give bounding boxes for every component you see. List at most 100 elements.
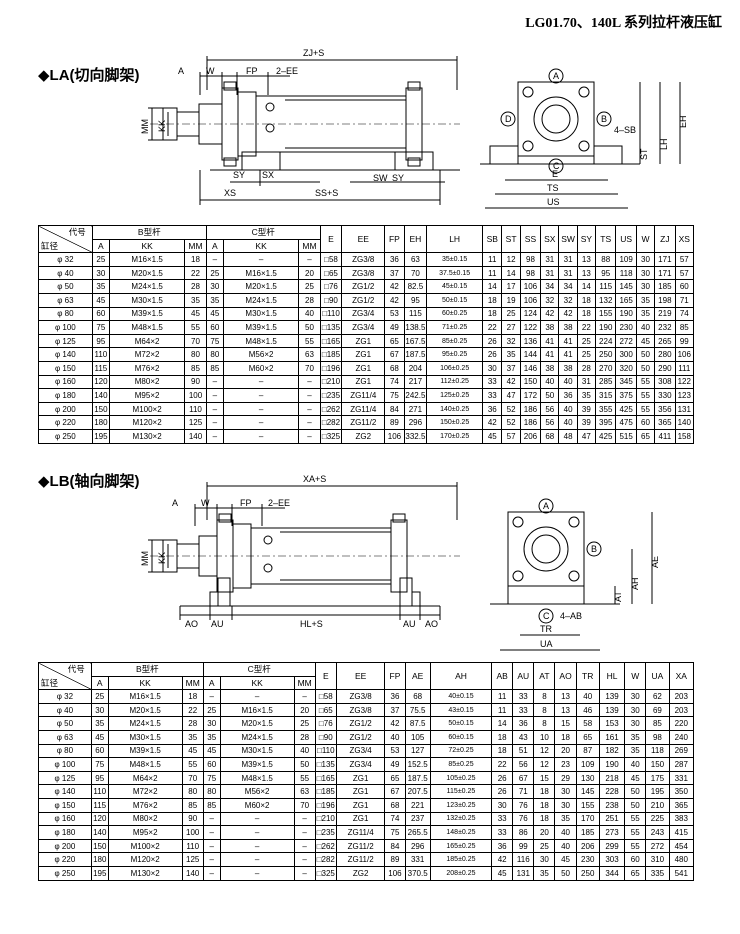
table-cell: 250: [575, 865, 600, 881]
lb-header-col: AE: [404, 661, 431, 691]
table-cell: ZG11/2: [335, 852, 386, 867]
table-cell: 35: [635, 306, 656, 322]
table-cell: 180: [91, 415, 110, 430]
table-cell: 220: [668, 716, 695, 731]
table-cell: 45: [205, 306, 224, 322]
table-cell: 65: [384, 333, 405, 349]
table-cell: M30×1.5: [219, 743, 295, 759]
table-cell: 30: [624, 702, 647, 718]
table-cell: φ 150: [38, 797, 92, 813]
table-cell: 58: [575, 716, 600, 731]
table-cell: 18: [184, 252, 207, 267]
table-cell: M100×2: [107, 838, 183, 854]
table-cell: –: [222, 401, 300, 417]
table-cell: 315: [595, 388, 617, 403]
lb-header-col: HL: [598, 661, 626, 691]
table-cell: □282: [319, 415, 343, 430]
table-cell: φ 80: [38, 743, 92, 759]
table-cell: 118: [615, 265, 637, 281]
table-cell: 40: [575, 689, 600, 704]
table-cell: □210: [314, 811, 337, 827]
table-cell: 35: [205, 292, 224, 308]
table-cell: 88: [595, 252, 617, 267]
table-cell: 175: [645, 770, 670, 786]
table-cell: 180: [90, 852, 109, 867]
table-cell: ZG3/4: [335, 757, 386, 772]
table-cell: 55: [293, 770, 316, 786]
table-cell: 80: [184, 347, 207, 362]
table-cell: 38: [558, 320, 578, 335]
la-dim-mm: MM: [140, 119, 150, 134]
table-cell: 272: [645, 838, 670, 854]
lb-view-ah: AH: [630, 577, 640, 590]
table-cell: 8: [533, 716, 556, 731]
table-cell: □58: [319, 252, 343, 267]
table-cell: –: [202, 865, 221, 881]
table-cell: 71: [674, 292, 695, 308]
table-cell: 29: [554, 770, 577, 786]
table-cell: ZG3/4: [341, 320, 386, 335]
table-cell: 480: [668, 852, 695, 867]
table-cell: M80×2: [108, 374, 186, 390]
table-cell: 332.5: [403, 428, 428, 444]
table-cell: 43±0.15: [429, 702, 493, 718]
table-cell: 127: [404, 743, 431, 759]
lb-view-4ab: 4–AB: [560, 611, 582, 621]
table-cell: ZG3/8: [335, 689, 386, 704]
table-cell: 50: [624, 784, 647, 799]
table-cell: 99: [674, 333, 695, 349]
table-cell: 26: [482, 347, 503, 362]
table-cell: 76: [512, 811, 535, 827]
table-cell: 115: [403, 306, 428, 322]
table-cell: 285: [595, 374, 617, 390]
table-cell: 15: [533, 770, 556, 786]
table-cell: 112±0.25: [426, 374, 484, 390]
table-cell: φ 100: [38, 757, 92, 772]
table-cell: 60: [91, 306, 110, 322]
table-cell: 217: [403, 374, 428, 390]
table-cell: 8: [533, 689, 556, 704]
table-cell: 150: [91, 401, 110, 417]
table-cell: 31: [540, 252, 560, 267]
table-cell: –: [222, 415, 300, 430]
table-cell: 99: [512, 838, 535, 854]
table-cell: 32: [501, 333, 521, 349]
la-dim-a: A: [178, 66, 184, 76]
table-cell: 40: [298, 306, 321, 322]
lb-spec-table: 代号缸径 B型杆 C型杆 E EE FP AE AH AB AU AT AO T…: [38, 661, 695, 881]
lb-dim-ao2: AO: [425, 619, 438, 629]
table-cell: 35: [202, 729, 221, 745]
table-cell: 320: [615, 360, 637, 376]
table-cell: M30×1.5: [222, 306, 300, 322]
table-cell: 125±0.25: [426, 388, 484, 403]
table-cell: 30: [491, 797, 514, 813]
table-cell: 48: [558, 428, 578, 444]
table-cell: 75: [202, 770, 221, 786]
table-cell: M130×2: [107, 865, 183, 881]
table-cell: 18: [533, 797, 556, 813]
lb-header-col: TR: [575, 661, 600, 691]
table-cell: 34: [540, 279, 560, 294]
table-cell: 35: [533, 865, 556, 881]
table-cell: 271: [403, 401, 428, 417]
table-cell: 144: [519, 347, 542, 362]
table-cell: 74: [384, 374, 405, 390]
table-cell: 67: [512, 770, 535, 786]
table-cell: M24×1.5: [222, 292, 300, 308]
table-cell: 150: [519, 374, 542, 390]
table-cell: ZG1/2: [335, 729, 386, 745]
lb-header-col: AH: [429, 661, 493, 691]
lb-header-corner: 代号缸径: [38, 661, 92, 691]
table-cell: 55: [635, 374, 656, 390]
table-cell: 125: [184, 415, 207, 430]
table-cell: 57: [674, 252, 695, 267]
table-cell: 40: [554, 838, 577, 854]
table-cell: 110: [181, 838, 204, 854]
table-cell: 22: [181, 702, 204, 718]
table-cell: 55: [181, 757, 204, 772]
